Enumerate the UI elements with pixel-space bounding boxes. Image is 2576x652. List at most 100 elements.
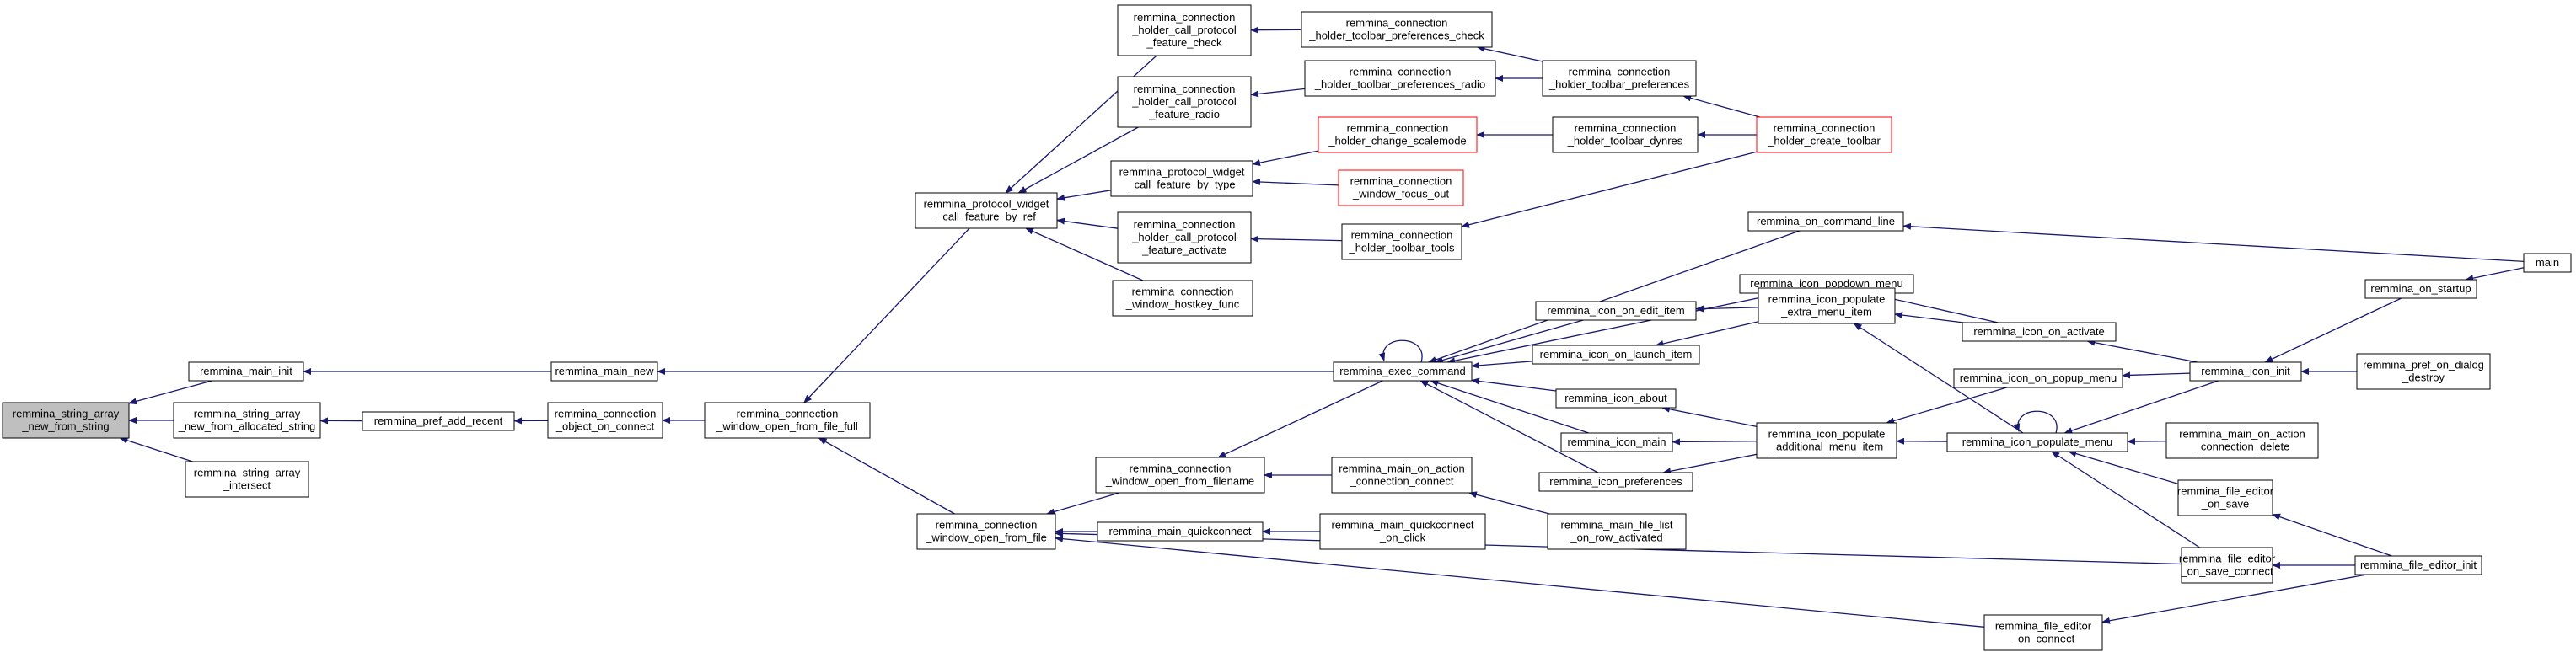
node-tp-radio[interactable]: remmina_connection_holder_toolbar_prefer…	[1304, 60, 1496, 97]
node-file-list-row[interactable]: remmina_main_file_list_on_row_activated	[1547, 513, 1687, 550]
node-fe-on-save[interactable]: remmina_file_editor_on_save	[2177, 479, 2274, 516]
node-box	[1095, 457, 1265, 494]
node-on-activate[interactable]: remmina_icon_on_activate	[1962, 322, 2117, 342]
node-populate-additional[interactable]: remmina_icon_populate_additional_menu_it…	[1756, 422, 1897, 459]
node-exec-command[interactable]: remmina_exec_command	[1333, 361, 1473, 382]
node-open-filename[interactable]: remmina_connection_window_open_from_file…	[1095, 457, 1265, 494]
node-pref-dialog[interactable]: remmina_pref_on_dialog_destroy	[2356, 353, 2491, 390]
node-label-line: remmina_icon_populate	[1768, 428, 1886, 441]
node-box	[1333, 361, 1473, 382]
node-main-new[interactable]: remmina_main_new	[550, 361, 658, 382]
edge-n_on_activate-to-n_populate_extra	[1894, 312, 1964, 323]
edge-n_pw_call_ref-to-n_open_full	[803, 227, 970, 403]
node-label-line: _feature_radio	[1148, 108, 1220, 120]
node-action-connect[interactable]: remmina_main_on_action_connection_connec…	[1331, 457, 1473, 494]
node-tp-check[interactable]: remmina_connection_holder_toolbar_prefer…	[1301, 11, 1493, 48]
node-label-line: remmina_file_editor	[2179, 553, 2276, 565]
edge-n_on_startup-to-n_icon_init	[2264, 297, 2402, 363]
node-box	[704, 402, 871, 439]
node-fe-on-connect[interactable]: remmina_file_editor_on_connect	[1983, 614, 2103, 651]
node-on-popup-menu[interactable]: remmina_icon_on_popup_menu	[1953, 368, 2123, 388]
node-fe-init[interactable]: remmina_file_editor_init	[2354, 555, 2482, 575]
node-hostkey[interactable]: remmina_connection_window_hostkey_func	[1112, 280, 1253, 317]
node-quickconnect[interactable]: remmina_main_quickconnect	[1097, 521, 1264, 542]
node-label-line: _additional_menu_item	[1769, 441, 1883, 453]
node-label-line: remmina_protocol_widget	[1119, 166, 1245, 179]
node-main-init[interactable]: remmina_main_init	[188, 361, 304, 382]
node-toolbar-tools[interactable]: remmina_connection_holder_toolbar_tools	[1341, 223, 1462, 260]
node-sa-alloc[interactable]: remmina_string_array_new_from_allocated_…	[173, 402, 321, 439]
node-on-command-line[interactable]: remmina_on_command_line	[1747, 211, 1904, 232]
node-label-line: remmina_icon_populate_menu	[1962, 436, 2113, 448]
node-pw-call-type[interactable]: remmina_protocol_widget_call_feature_by_…	[1110, 160, 1253, 197]
node-box	[1758, 287, 1896, 324]
node-on-launch-item[interactable]: remmina_icon_on_launch_item	[1532, 345, 1700, 365]
node-ch-cpf-radio[interactable]: remmina_connection_holder_call_protocol_…	[1117, 76, 1252, 128]
node-label-line: remmina_icon_populate	[1768, 293, 1886, 306]
node-populate-menu[interactable]: remmina_icon_populate_menu	[1946, 432, 2128, 452]
node-label-line: remmina_connection	[1130, 462, 1232, 475]
node-label-line: remmina_pref_on_dialog	[2363, 359, 2484, 371]
node-box	[1117, 76, 1252, 128]
node-toolbar-prefs[interactable]: remmina_connection_holder_toolbar_prefer…	[1542, 60, 1697, 97]
node-label-line: _destroy	[2402, 371, 2445, 384]
node-box	[1532, 345, 1700, 365]
node-focus-out[interactable]: remmina_connection_window_focus_out	[1338, 169, 1464, 206]
node-box	[1331, 457, 1473, 494]
node-label-line: remmina_icon_popdown_menu	[1750, 277, 1902, 290]
node-label-line: remmina_connection	[1351, 229, 1453, 242]
edge-n_main_init-to-n_root	[128, 380, 212, 405]
node-fe-save-connect[interactable]: remmina_file_editor_on_save_connect	[2179, 547, 2276, 584]
edge-n_populate_extra-to-n_on_edit_item	[1695, 305, 1759, 313]
node-qc-click[interactable]: remmina_main_quickconnect_on_click	[1319, 513, 1486, 550]
node-box	[1318, 116, 1478, 153]
node-box	[915, 192, 1058, 229]
node-ch-cpf-check[interactable]: remmina_connection_holder_call_protocol_…	[1117, 4, 1252, 56]
node-create-toolbar[interactable]: remmina_connection_holder_create_toolbar	[1756, 116, 1892, 153]
node-populate-extra[interactable]: remmina_icon_populate_extra_menu_item	[1758, 287, 1896, 324]
node-conn-delete[interactable]: remmina_main_on_action_connection_delete	[2165, 422, 2319, 459]
node-label-line: remmina_connection	[555, 408, 657, 420]
edge-n_exec_command-to-n_open_filename	[1217, 380, 1383, 458]
node-label-line: _holder_toolbar_preferences	[1548, 78, 1690, 91]
edge-n_icon_init-to-n_populate_menu	[2063, 380, 2219, 434]
node-on-edit-item[interactable]: remmina_icon_on_edit_item	[1535, 301, 1697, 321]
node-box	[1547, 513, 1687, 550]
node-label-line: remmina_icon_main	[1567, 436, 1666, 448]
node-icon-init[interactable]: remmina_icon_init	[2189, 361, 2302, 382]
node-icon-main[interactable]: remmina_icon_main	[1560, 432, 1673, 452]
node-box	[547, 402, 663, 439]
node-pref-add-recent[interactable]: remmina_pref_add_recent	[362, 411, 515, 431]
node-open-full[interactable]: remmina_connection_window_open_from_file…	[704, 402, 871, 439]
node-open-file[interactable]: remmina_connection_window_open_from_file	[916, 513, 1056, 550]
node-label-line: remmina_string_array	[194, 467, 301, 479]
node-label-line: remmina_main_on_action	[1339, 462, 1465, 475]
node-label-line: _new_from_allocated_string	[178, 420, 316, 433]
node-label-line: _intersect	[223, 479, 271, 492]
node-toolbar-dynres[interactable]: remmina_connection_holder_toolbar_dynres	[1552, 116, 1699, 153]
node-on-startup[interactable]: remmina_on_startup	[2364, 279, 2477, 299]
node-box	[2177, 479, 2273, 516]
node-main[interactable]: main	[2523, 253, 2572, 273]
edge-n_on_launch_item-to-n_exec_command	[1471, 361, 1533, 369]
node-box	[1542, 60, 1697, 97]
edge-n_create_toolbar-to-n_toolbar_prefs	[1682, 94, 1760, 118]
node-icon-about[interactable]: remmina_icon_about	[1555, 388, 1677, 409]
edge-n_exec_command-to-n_exec_command	[1378, 339, 1423, 363]
node-box	[2181, 547, 2273, 584]
node-root[interactable]: remmina_string_array_new_from_string	[2, 402, 130, 439]
node-change-scalemode[interactable]: remmina_connection_holder_change_scalemo…	[1318, 116, 1478, 153]
node-pw-call-ref[interactable]: remmina_protocol_widget_call_feature_by_…	[915, 192, 1058, 229]
node-box	[1304, 60, 1496, 97]
node-label-line: remmina_icon_on_edit_item	[1547, 304, 1684, 317]
node-obj-on-connect[interactable]: remmina_connection_object_on_connect	[547, 402, 663, 439]
node-label-line: remmina_connection	[1134, 83, 1236, 95]
node-ch-cpf-activate[interactable]: remmina_connection_holder_call_protocol_…	[1117, 211, 1252, 264]
node-sa-intersect[interactable]: remmina_string_array_intersect	[185, 461, 309, 498]
node-label-line: _feature_activate	[1141, 243, 1226, 256]
edge-n_toolbar_prefs-to-n_tp_check	[1476, 45, 1543, 62]
node-icon-prefs[interactable]: remmina_icon_preferences	[1538, 472, 1693, 492]
node-box	[1555, 388, 1677, 409]
node-box	[1112, 280, 1253, 317]
